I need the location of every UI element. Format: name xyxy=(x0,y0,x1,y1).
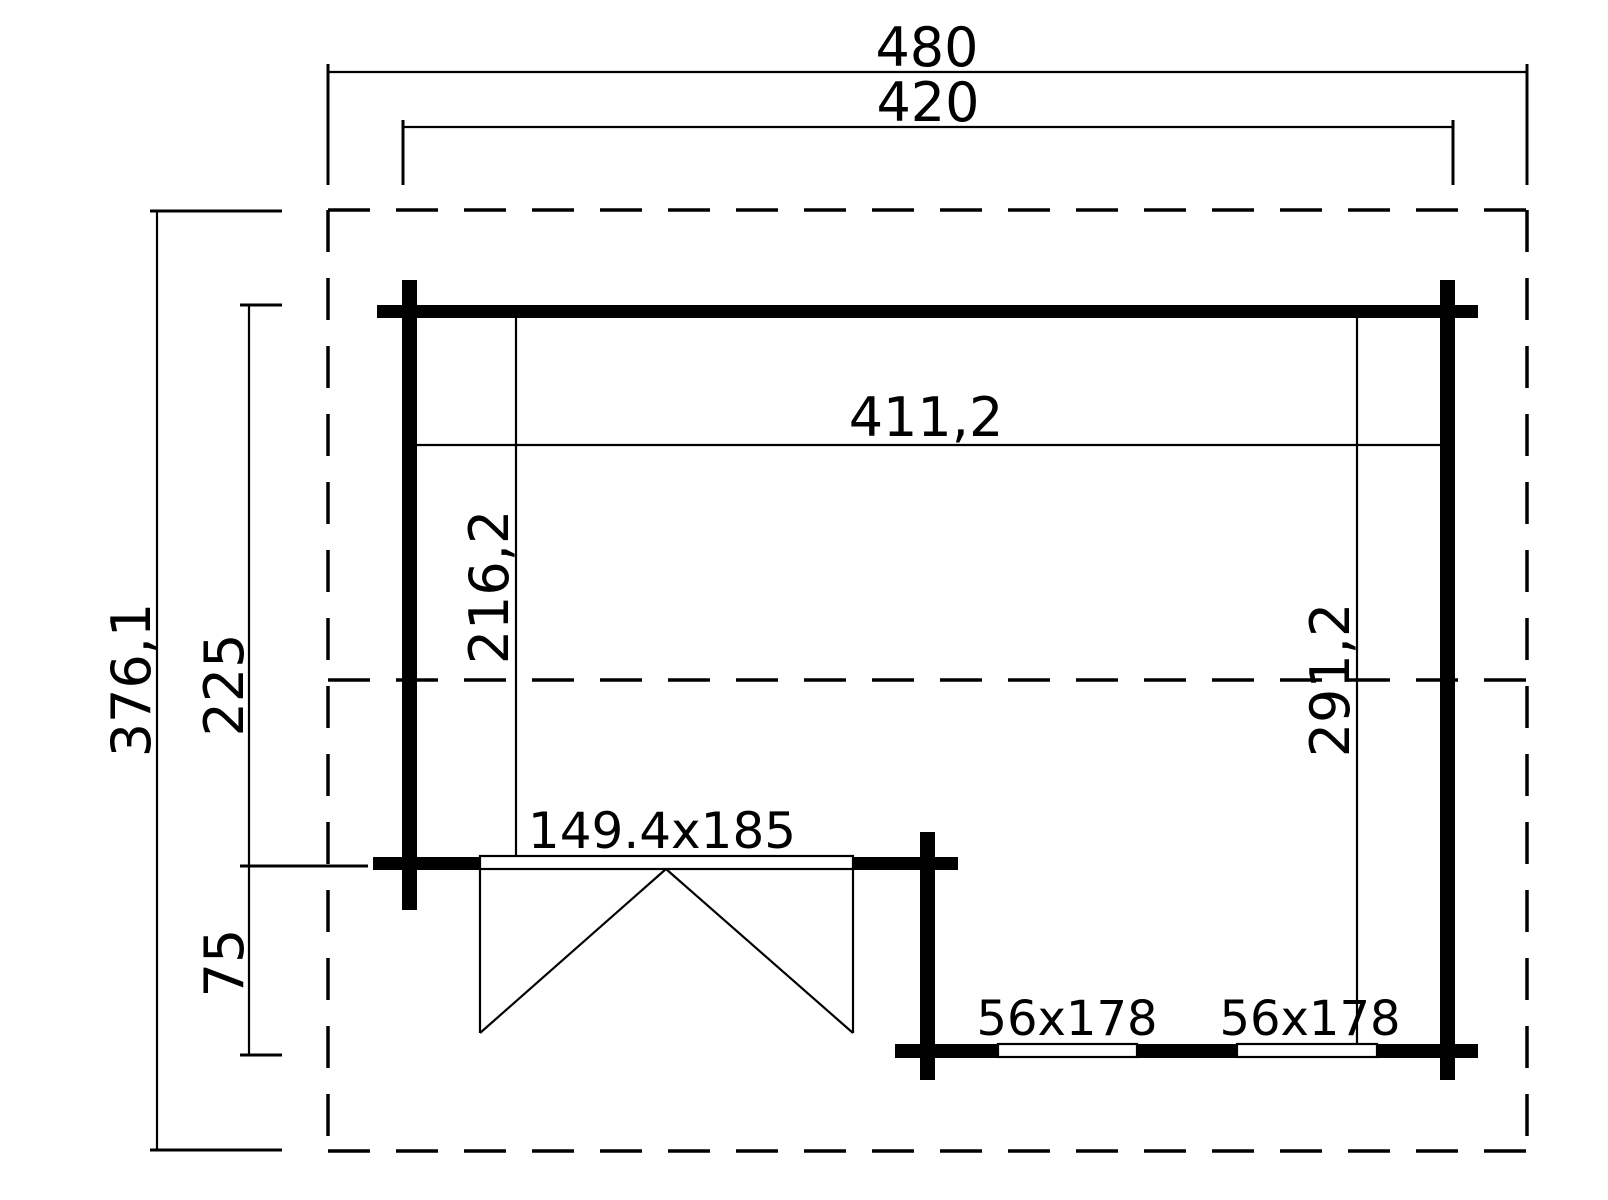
label-roof-width: 480 xyxy=(875,16,978,79)
label-main-room-depth: 225 xyxy=(193,633,256,736)
label-double-door-size: 149.4x185 xyxy=(528,802,796,860)
wall-door-right-stub xyxy=(853,857,958,870)
label-roof-depth: 376,1 xyxy=(100,603,163,758)
wall-middle-post xyxy=(920,832,935,1080)
dimension-labels: 480 420 411,2 376,1 225 75 216,2 291,2 xyxy=(100,16,1362,997)
dimension-lines xyxy=(150,64,1529,1152)
label-porch-depth: 75 xyxy=(193,929,256,998)
wall-bottom-segment-3 xyxy=(1377,1044,1478,1058)
label-window-right-size: 56x178 xyxy=(1219,991,1400,1047)
label-wall-width: 420 xyxy=(876,71,979,134)
label-window-left-size: 56x178 xyxy=(976,991,1157,1047)
door-leaf-right-swing xyxy=(665,868,854,1034)
label-interior-width: 411,2 xyxy=(849,386,1004,449)
label-interior-depth-front: 216,2 xyxy=(458,510,521,665)
roof-overhang-outline xyxy=(326,208,1529,1153)
label-interior-depth-right: 291,2 xyxy=(1299,603,1362,758)
wall-door-left-stub xyxy=(373,857,480,870)
window-right-frame xyxy=(1235,1042,1379,1059)
wall-right xyxy=(1440,280,1455,1080)
openings xyxy=(478,854,1379,1059)
walls xyxy=(373,280,1478,1080)
window-left-frame xyxy=(996,1042,1139,1059)
door-leaf-left-swing xyxy=(479,868,667,1034)
wall-bottom-segment-1 xyxy=(895,1044,998,1058)
wall-bottom-segment-2 xyxy=(1137,1044,1237,1058)
wall-top xyxy=(377,305,1478,318)
wall-left xyxy=(402,280,417,910)
opening-labels: 149.4x185 56x178 56x178 xyxy=(528,802,1401,1047)
